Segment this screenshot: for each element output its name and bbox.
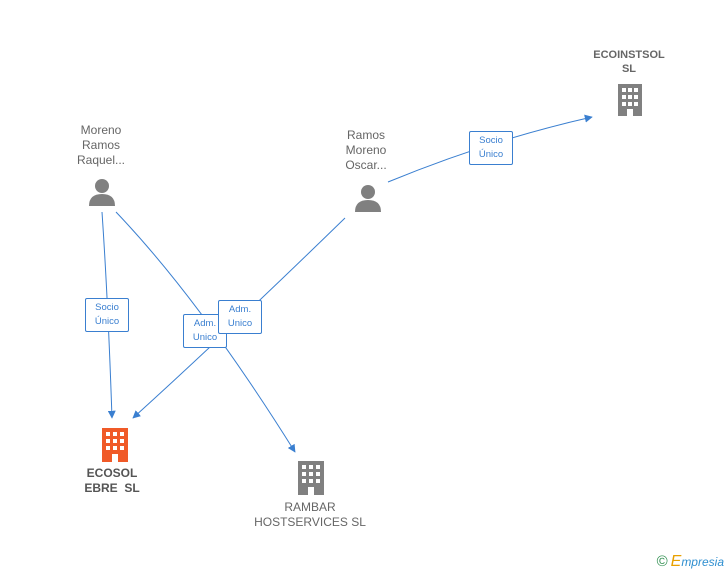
edge-label-line: Unico [227, 318, 253, 329]
label-line: Ramos [81, 138, 120, 152]
edge-label-line: Adm. [228, 304, 252, 315]
building-icon[interactable] [618, 84, 642, 116]
label-line: Moreno [345, 143, 387, 157]
building-icon-main[interactable] [102, 428, 128, 462]
person-label-ramos-moreno[interactable]: Ramos Moreno Oscar... [301, 128, 431, 173]
label-line: Ramos [346, 128, 385, 142]
edge-label-line: Único [94, 316, 120, 327]
building-icon[interactable] [298, 461, 324, 495]
edge-label-adm-unico[interactable]: Adm. Unico [218, 300, 262, 334]
edge-label-line: Socio [479, 135, 503, 146]
brand-name: mpresia [681, 555, 724, 569]
label-line: ECOSOL [86, 466, 138, 480]
company-label-ecoinstsol[interactable]: ECOINSTSOL SL [564, 48, 694, 76]
label-line: HOSTSERVICES SL [254, 515, 366, 529]
company-label-ecosol-ebre[interactable]: ECOSOL EBRE SL [47, 466, 177, 496]
edge-label-socio-unico[interactable]: Socio Único [85, 298, 129, 332]
edge-label-socio-unico[interactable]: Socio Único [469, 131, 513, 165]
label-line: RAMBAR [284, 500, 336, 514]
copyright-symbol: © [656, 553, 668, 570]
edge-label-line: Único [478, 149, 504, 160]
brand-initial: E [670, 553, 682, 570]
edge-label-line: Adm. [193, 318, 217, 329]
label-line: Raquel... [76, 153, 126, 167]
label-line: EBRE SL [84, 481, 140, 495]
label-line: SL [621, 63, 637, 75]
company-label-rambar[interactable]: RAMBAR HOSTSERVICES SL [244, 500, 376, 530]
edge-label-line: Socio [95, 302, 119, 313]
person-icon[interactable] [355, 185, 381, 212]
label-line: Oscar... [345, 158, 387, 172]
edge-label-line: Unico [192, 332, 218, 343]
footer-brand: ©Empresia [657, 553, 724, 571]
person-icon[interactable] [89, 179, 115, 206]
label-line: Moreno [80, 123, 122, 137]
label-line: ECOINSTSOL [593, 49, 665, 61]
person-label-moreno-ramos[interactable]: Moreno Ramos Raquel... [36, 123, 166, 168]
